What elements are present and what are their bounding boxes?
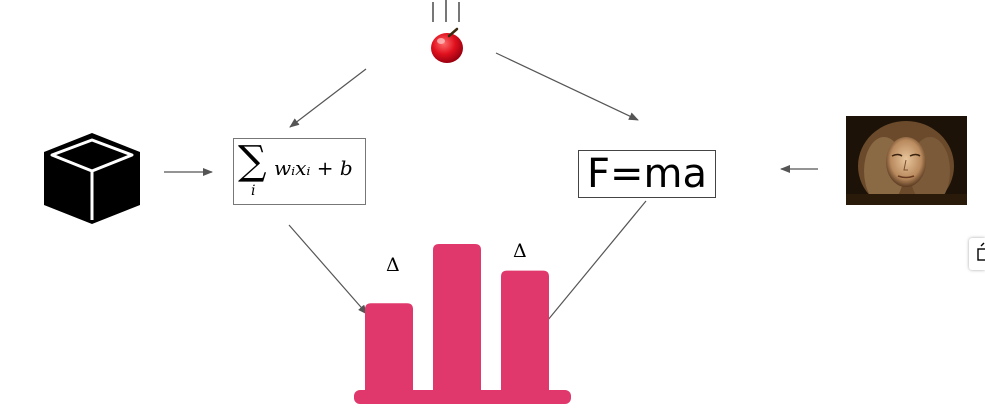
black-box-cube-icon	[44, 133, 140, 224]
arrow-law-to-bars	[537, 200, 647, 333]
newton-portrait	[846, 116, 967, 205]
arrow-apple-to-law	[495, 52, 639, 121]
arrows	[164, 52, 818, 333]
bar-3	[501, 270, 549, 392]
external-link-icon[interactable]	[969, 238, 985, 270]
motion-lines	[432, 0, 460, 22]
arrow-formula-to-bars	[288, 224, 368, 315]
bar-2	[433, 244, 481, 392]
delta-label-right: Δ	[513, 240, 527, 262]
bar-chart-icon	[354, 244, 571, 404]
weighted-sum-formula-box: ∑ i wᵢxᵢ + b	[233, 138, 366, 205]
bar-baseline	[354, 390, 571, 404]
falling-apple-icon	[431, 27, 463, 63]
delta-label-left: Δ	[386, 254, 400, 276]
bar-1	[365, 303, 413, 392]
newton-law-box: F=ma	[578, 150, 716, 198]
sigma-index: i	[251, 183, 256, 199]
arrow-apple-to-formula	[289, 68, 367, 128]
formula-body: wᵢxᵢ + b	[274, 156, 353, 180]
sigma-symbol: ∑	[238, 138, 267, 184]
